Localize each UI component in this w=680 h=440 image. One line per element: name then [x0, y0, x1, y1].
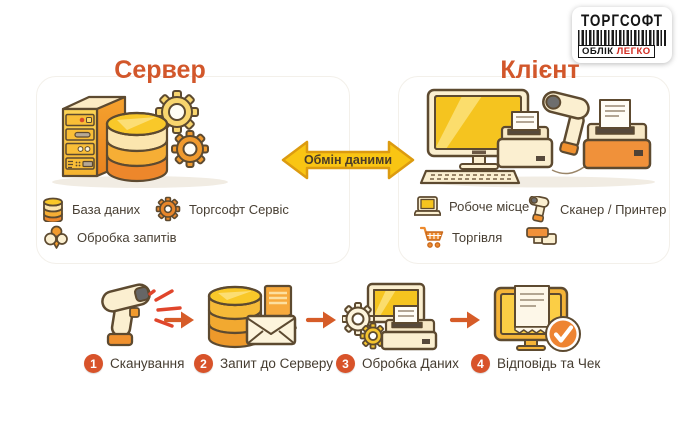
step-1-scanner-icon [101, 283, 182, 347]
receipt-icon [514, 285, 550, 334]
gear-icon [155, 90, 199, 134]
database-icon [43, 197, 63, 222]
gear-icon [155, 196, 181, 222]
step-4-badge: 4 [471, 354, 490, 373]
fiscal-printer-icon [582, 99, 652, 170]
step-3-label: 3 Обробка Даних [336, 354, 459, 373]
legend-item-processing: Обробка запитів [44, 225, 177, 250]
step-4-text: Відповідь та Чек [497, 356, 601, 371]
step-1-label: 1 Сканування [84, 354, 184, 373]
barcode-icon [578, 30, 666, 46]
printer-icon [380, 305, 438, 351]
legend-item-scanner-printer: Сканер / Принтер [526, 196, 666, 223]
pos-terminal-icon [526, 227, 557, 245]
legend-label: Робоче місце [449, 199, 530, 214]
legend-item-database: База даних [42, 196, 140, 222]
legend-label: База даних [72, 201, 141, 217]
flow-arrow-icon [449, 311, 480, 329]
laptop-icon [414, 196, 441, 216]
client-title: Клієнт [500, 56, 580, 84]
exchange-label: Обмін даними [303, 152, 393, 167]
logo-title: ТОРГСОФТ [580, 11, 664, 30]
legend-label: Торгівля [452, 230, 503, 245]
cable-line [551, 166, 585, 175]
legend-item-workplace: Робоче місце [414, 196, 529, 217]
scanner-icon [528, 196, 550, 223]
legend-item-pos-terminal [526, 225, 566, 247]
flow-arrow-icon [305, 311, 336, 329]
legend-label: Торгсофт Сервіс [189, 201, 289, 217]
legend-item-service: Торгсофт Сервіс [155, 196, 289, 222]
step-2-request-icon [207, 284, 297, 349]
database-icon [105, 111, 169, 183]
client-illustration [419, 88, 655, 188]
flow-arrow-icon [163, 311, 194, 329]
server-title: Сервер [114, 56, 206, 84]
step-2-label: 2 Запит до Серверу [194, 354, 333, 373]
step-4-response-icon [493, 285, 581, 352]
logo-subtitle-red: ЛЕГКО [616, 46, 651, 57]
scan-rays [148, 289, 182, 328]
legend-label: Обробка запитів [77, 230, 177, 245]
server-panel [36, 76, 350, 264]
step-1-badge: 1 [84, 354, 103, 373]
step-3-processing-icon [342, 282, 438, 351]
step-3-badge: 3 [336, 354, 355, 373]
step-2-text: Запит до Серверу [220, 356, 333, 371]
legend-label: Сканер / Принтер [560, 202, 667, 217]
logo-subtitle-black: ОБЛІК [582, 46, 614, 57]
keyboard-icon [419, 169, 521, 185]
double-arrow-icon [281, 140, 415, 180]
step-2-badge: 2 [194, 354, 213, 373]
barcode-scanner-icon [542, 90, 590, 156]
step-1-text: Сканування [110, 356, 185, 371]
step-3-text: Обробка Даних [362, 356, 459, 371]
check-icon [545, 316, 581, 352]
step-4-label: 4 Відповідь та Чек [471, 354, 600, 373]
legend-item-trade: Торгівля [420, 225, 502, 250]
cart-icon [420, 226, 444, 248]
cluster-icon [44, 225, 68, 249]
server-illustration [52, 90, 228, 188]
exchange-arrow: Обмін даними [280, 136, 416, 184]
receipt-printer-icon [496, 111, 554, 169]
gear-icon [171, 130, 209, 168]
